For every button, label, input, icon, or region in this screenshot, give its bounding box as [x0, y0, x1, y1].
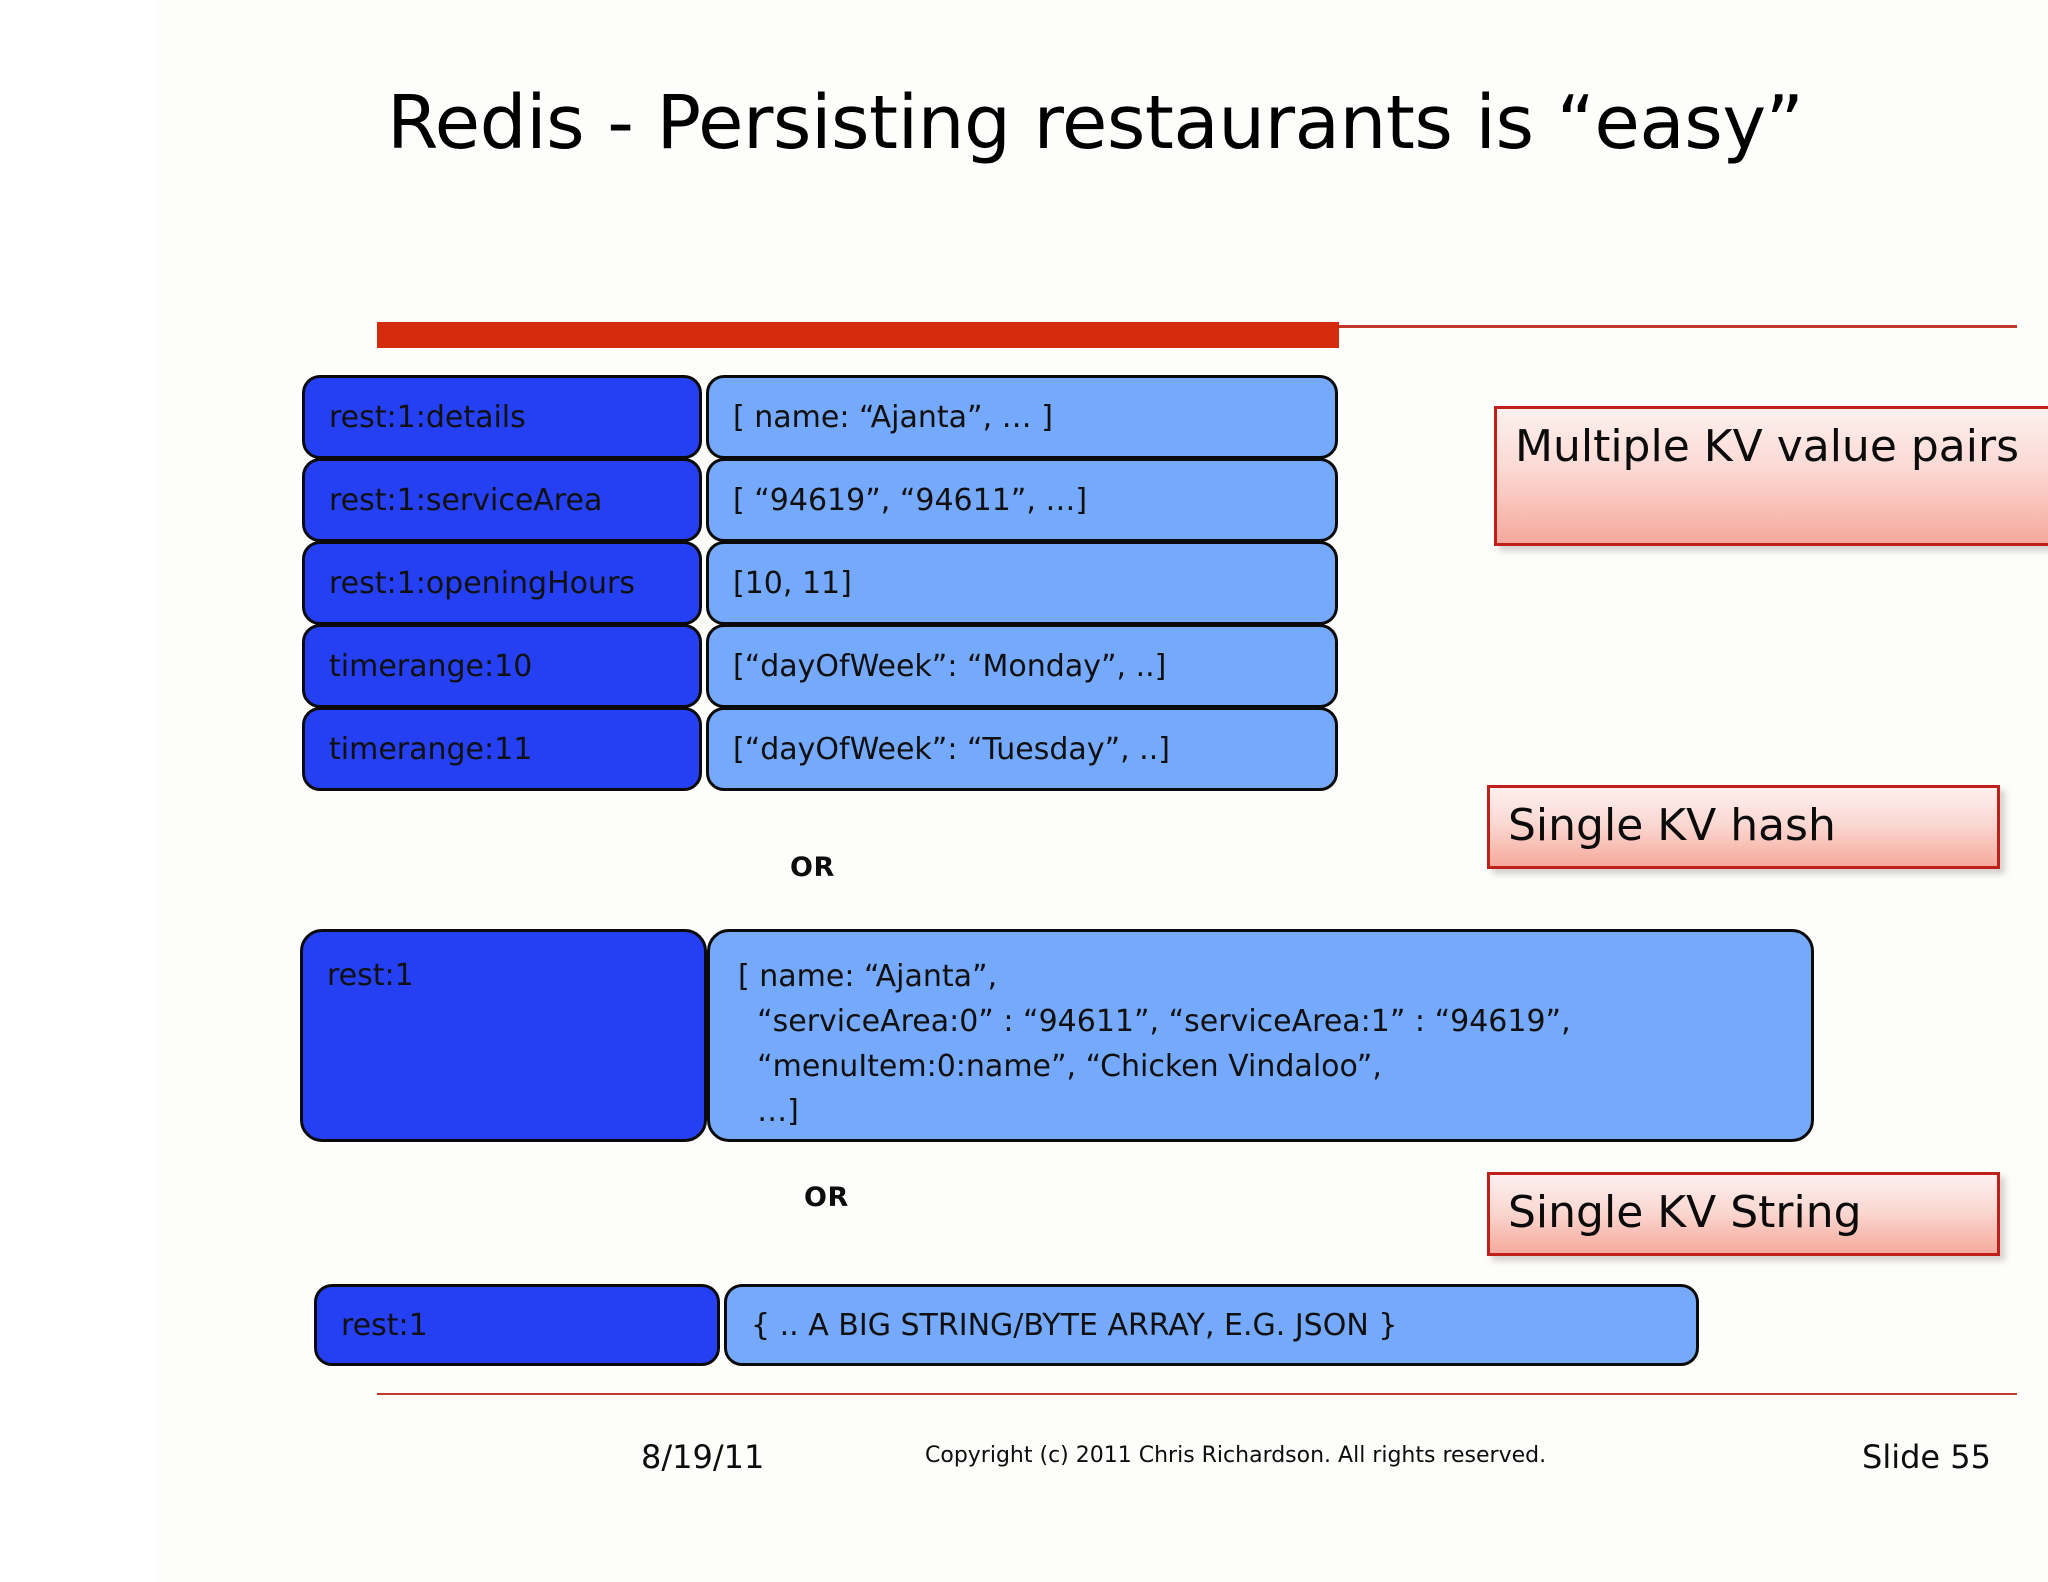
string-block-value: { .. A BIG STRING/BYTE ARRAY, E.G. JSON … [724, 1284, 1699, 1366]
table-row-key: rest:1:serviceArea [302, 458, 702, 542]
table-row-value: [ name: “Ajanta”, … ] [706, 375, 1338, 459]
slide-canvas: Redis - Persisting restaurants is “easy”… [157, 0, 2048, 1582]
table-row-value: [ “94619”, “94611”, …] [706, 458, 1338, 542]
or-separator: OR [790, 852, 835, 883]
table-row-key: rest:1:openingHours [302, 541, 702, 625]
page-title: Redis - Persisting restaurants is “easy” [387, 80, 1804, 166]
footer-date: 8/19/11 [641, 1438, 765, 1476]
table-row-key: timerange:11 [302, 707, 702, 791]
hash-value-line: …] [738, 1094, 799, 1129]
footer-divider [377, 1393, 2017, 1395]
slide-number: Slide 55 [1862, 1438, 1991, 1476]
footer-copyright: Copyright (c) 2011 Chris Richardson. All… [925, 1443, 1547, 1468]
title-underline-thick [377, 322, 1339, 348]
hash-value-line: “menuItem:0:name”, “Chicken Vindaloo”, [738, 1049, 1382, 1084]
hash-block-key: rest:1 [300, 929, 707, 1142]
hash-block-value: [ name: “Ajanta”, “serviceArea:0” : “946… [707, 929, 1814, 1142]
hash-value-line: “serviceArea:0” : “94611”, “serviceArea:… [738, 1004, 1571, 1039]
or-separator: OR [804, 1182, 849, 1213]
table-row-key: timerange:10 [302, 624, 702, 708]
table-row-value: [10, 11] [706, 541, 1338, 625]
callout-single-kv-string: Single KV String [1487, 1172, 2000, 1256]
table-row-value: [“dayOfWeek”: “Monday”, ..] [706, 624, 1338, 708]
table-row-key: rest:1:details [302, 375, 702, 459]
string-block-key: rest:1 [314, 1284, 720, 1366]
callout-single-kv-hash: Single KV hash [1487, 785, 2000, 869]
hash-value-line: [ name: “Ajanta”, [738, 959, 998, 994]
callout-multiple-kv-value-pairs: Multiple KV value pairs [1494, 406, 2048, 546]
table-row-value: [“dayOfWeek”: “Tuesday”, ..] [706, 707, 1338, 791]
